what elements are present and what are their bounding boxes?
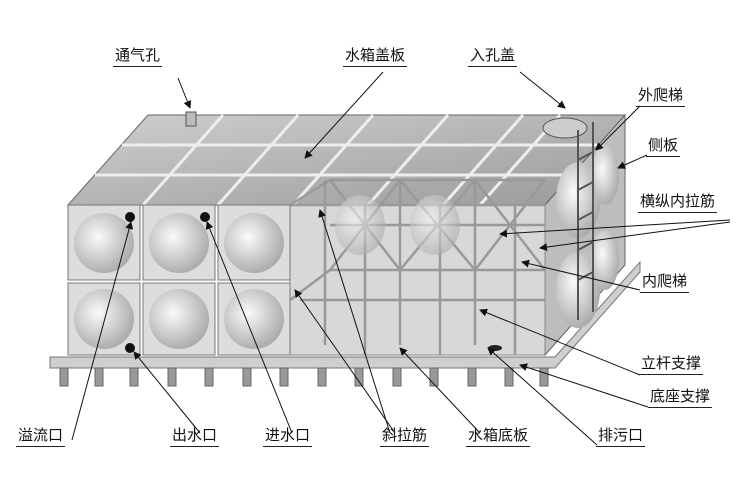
label-diagonal-ties: 斜拉筋: [380, 426, 430, 447]
label-inlet: 进水口: [263, 426, 313, 447]
label-inner-ladder: 内爬梯: [640, 272, 690, 293]
label-base-support: 底座支撑: [648, 387, 713, 408]
tank-cover: [66, 111, 627, 206]
front-panels: [67, 204, 291, 356]
label-manhole-cover: 入孔盖: [468, 46, 518, 67]
base-support: [49, 260, 641, 387]
label-drain: 排污口: [596, 426, 646, 447]
label-pole-support: 立杆支撑: [639, 354, 704, 375]
label-overflow: 溢流口: [16, 426, 66, 447]
label-bottom-plate: 水箱底板: [466, 426, 531, 447]
label-inner-ties: 横纵内拉筋: [638, 192, 718, 213]
side-plate: [544, 113, 626, 357]
internal-frame: [289, 178, 546, 356]
label-outer-ladder: 外爬梯: [636, 86, 686, 107]
label-side-plate: 侧板: [646, 136, 681, 157]
label-outlet: 出水口: [170, 426, 220, 447]
label-cover-plate: 水箱盖板: [343, 46, 408, 67]
leader-lines: [71, 71, 731, 446]
label-vent: 通气孔: [113, 46, 163, 67]
